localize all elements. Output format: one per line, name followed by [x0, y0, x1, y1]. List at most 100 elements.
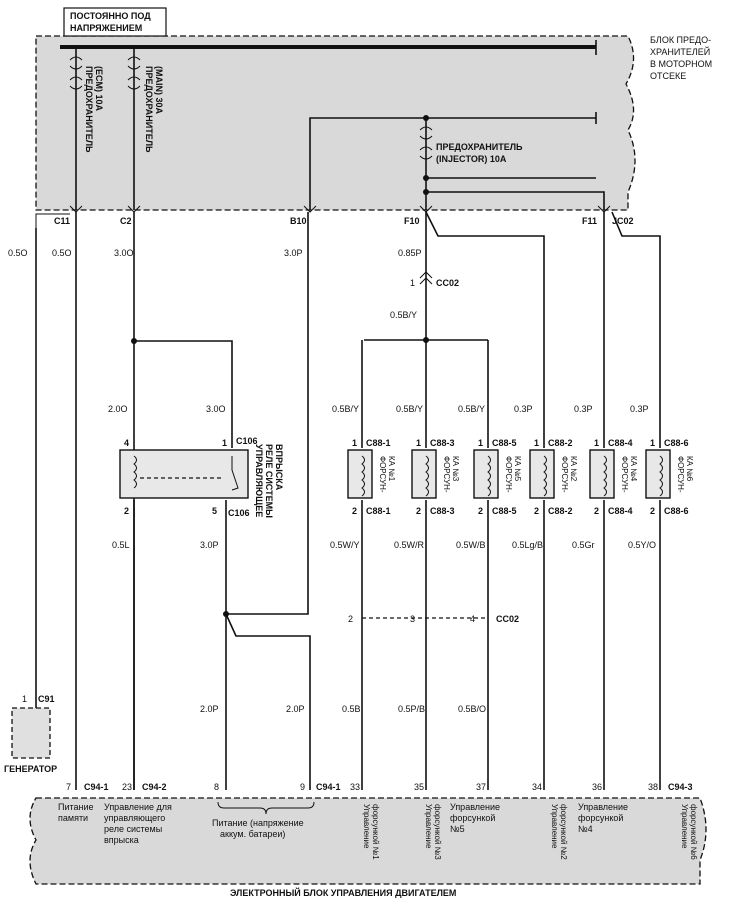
cc02-top-pin: 1	[410, 278, 415, 288]
fuse-ecm-label: ПРЕДОХРАНИТЕЛЬ (ECM) 10A	[84, 66, 104, 153]
fuse-injector-line2: (INJECTOR) 10A	[436, 154, 507, 164]
ecu-label: ЭЛЕКТРОННЫЙ БЛОК УПРАВЛЕНИЯ ДВИГАТЕЛЕМ	[230, 887, 456, 898]
wire-label-20p-2: 2.0P	[286, 704, 305, 714]
svg-text:КА №3: КА №3	[451, 456, 460, 482]
injector-conn-bottom: C88-6	[664, 506, 689, 516]
injector-conn-bottom: C88-2	[548, 506, 573, 516]
fuse-main-label: ПРЕДОХРАНИТЕЛЬ (MAIN) 30A	[144, 66, 164, 153]
ecu-func-v2: Управление форсункой №2	[550, 804, 568, 860]
top-label-line1: ПОСТОЯННО ПОД	[70, 11, 151, 21]
svg-text:УПРАВЛЯЮЩЕЕ: УПРАВЛЯЮЩЕЕ	[254, 444, 264, 517]
wire-label-inj-in: 0.5B/Y	[458, 404, 485, 414]
svg-text:КА №4: КА №4	[629, 456, 638, 482]
ecu-pin-36: 36	[592, 782, 602, 792]
cc02-mid-pin4: 4	[470, 614, 475, 624]
ecu-func-mem-1: Питание	[58, 802, 94, 812]
wire-label-inj-out: 0.5W/Y	[330, 540, 360, 550]
svg-text:(ECM) 10A: (ECM) 10A	[94, 66, 104, 112]
injector-pin2: 2	[534, 506, 539, 516]
wire-label-inj-out: 0.5Y/O	[628, 540, 656, 550]
injector-conn-top: C88-5	[492, 438, 517, 448]
injector-pin1: 1	[478, 438, 483, 448]
ecu-conn-c943: C94-3	[668, 782, 693, 792]
ecu-pin-33: 33	[350, 782, 360, 792]
wire-label-inj-in: 0.3P	[630, 404, 649, 414]
pin-f10: F10	[404, 216, 420, 226]
injector-conn-top: C88-2	[548, 438, 573, 448]
injector-coil	[543, 455, 547, 497]
injector-body	[529, 449, 555, 499]
ecu-power-brace	[217, 801, 315, 815]
relay-switch	[231, 456, 239, 491]
injector-pin1: 1	[650, 438, 655, 448]
wire-label-05by: 0.5B/Y	[390, 310, 417, 320]
injector-conn-bottom: C88-4	[608, 506, 633, 516]
svg-text:ПРЕДОХРАНИТЕЛЬ: ПРЕДОХРАНИТЕЛЬ	[84, 66, 94, 153]
generator-pin: 1	[22, 694, 27, 704]
ecu-pin-23: 23	[122, 782, 132, 792]
injector-pin1: 1	[352, 438, 357, 448]
ecu-func-relay-2: управляющего	[104, 813, 165, 823]
wire-label-20o: 2.0O	[108, 404, 128, 414]
relay-label: УПРАВЛЯЮЩЕЕ РЕЛЕ СИСТЕМЫ ВПРЫСКА	[254, 444, 284, 518]
wire-label-30p-2: 3.0P	[200, 540, 219, 550]
injector-body	[589, 449, 615, 499]
ecu-func-mem-2: памяти	[58, 813, 88, 823]
ecu-func-power-2: аккум. батареи)	[220, 829, 285, 839]
injector-name: ФОРСУН-КА №1	[378, 456, 396, 493]
relay-pin4: 4	[124, 438, 129, 448]
wire-f11	[426, 191, 605, 210]
wire-label-05bo: 0.5B/O	[458, 704, 486, 714]
wire-label-05pb: 0.5P/B	[398, 704, 425, 714]
injector-body	[347, 449, 373, 499]
ecu-pin-34: 34	[532, 782, 542, 792]
wire-label-05o-b: 0.5O	[52, 248, 72, 258]
svg-text:КА №6: КА №6	[685, 456, 694, 482]
wire-label-inj-in: 0.3P	[514, 404, 533, 414]
wire-label-30p: 3.0P	[284, 248, 303, 258]
fuse-main-symbol	[127, 56, 141, 90]
pin-f11: F11	[582, 216, 597, 226]
ecu-block	[29, 797, 707, 885]
pin-c2: C2	[120, 216, 132, 226]
svg-text:ВПРЫСКА: ВПРЫСКА	[274, 444, 284, 491]
wire-relay-feed	[134, 340, 233, 448]
wire-inj6-feed	[611, 211, 661, 448]
injector-name: ФОРСУН-КА №2	[560, 456, 578, 493]
svg-text:форсункой №3: форсункой №3	[433, 804, 442, 860]
wire-label-05l: 0.5L	[112, 540, 130, 550]
wire-label-20p: 2.0P	[200, 704, 219, 714]
injector-conn-bottom: C88-5	[492, 506, 517, 516]
fuse-injector-line1: ПРЕДОХРАНИТЕЛЬ	[436, 142, 523, 152]
injector-coil	[425, 455, 429, 497]
injector-pin2: 2	[352, 506, 357, 516]
svg-text:КА №1: КА №1	[387, 456, 396, 482]
injector-coil	[659, 455, 663, 497]
wire-label-05b: 0.5B	[342, 704, 361, 714]
injector-body	[645, 449, 671, 499]
injector-coil	[603, 455, 607, 497]
injector-name: ФОРСУН-КА №4	[620, 456, 638, 493]
ecu-conn-c941: C94-1	[84, 782, 109, 792]
fuse-block	[35, 35, 636, 211]
injector-pin1: 1	[416, 438, 421, 448]
wire-label-inj-in: 0.3P	[574, 404, 593, 414]
ecu-func-inj5-1: Управление	[450, 802, 500, 812]
fuse-injector-symbol	[419, 126, 433, 160]
ecu-func-inj5-3: №5	[450, 824, 465, 834]
relay-pin1: 1	[222, 438, 227, 448]
wire-label-30o-2: 3.0O	[206, 404, 226, 414]
wire-label-inj-out: 0.5W/R	[394, 540, 425, 550]
pin-b10: B10	[290, 216, 307, 226]
injector-conn-top: C88-1	[366, 438, 391, 448]
injector-pin2: 2	[650, 506, 655, 516]
relay-pin5: 5	[212, 506, 217, 516]
injector-name: ФОРСУН-КА №5	[504, 456, 522, 493]
injector-conn-top: C88-4	[608, 438, 633, 448]
ecu-func-relay-3: реле системы	[104, 824, 162, 834]
